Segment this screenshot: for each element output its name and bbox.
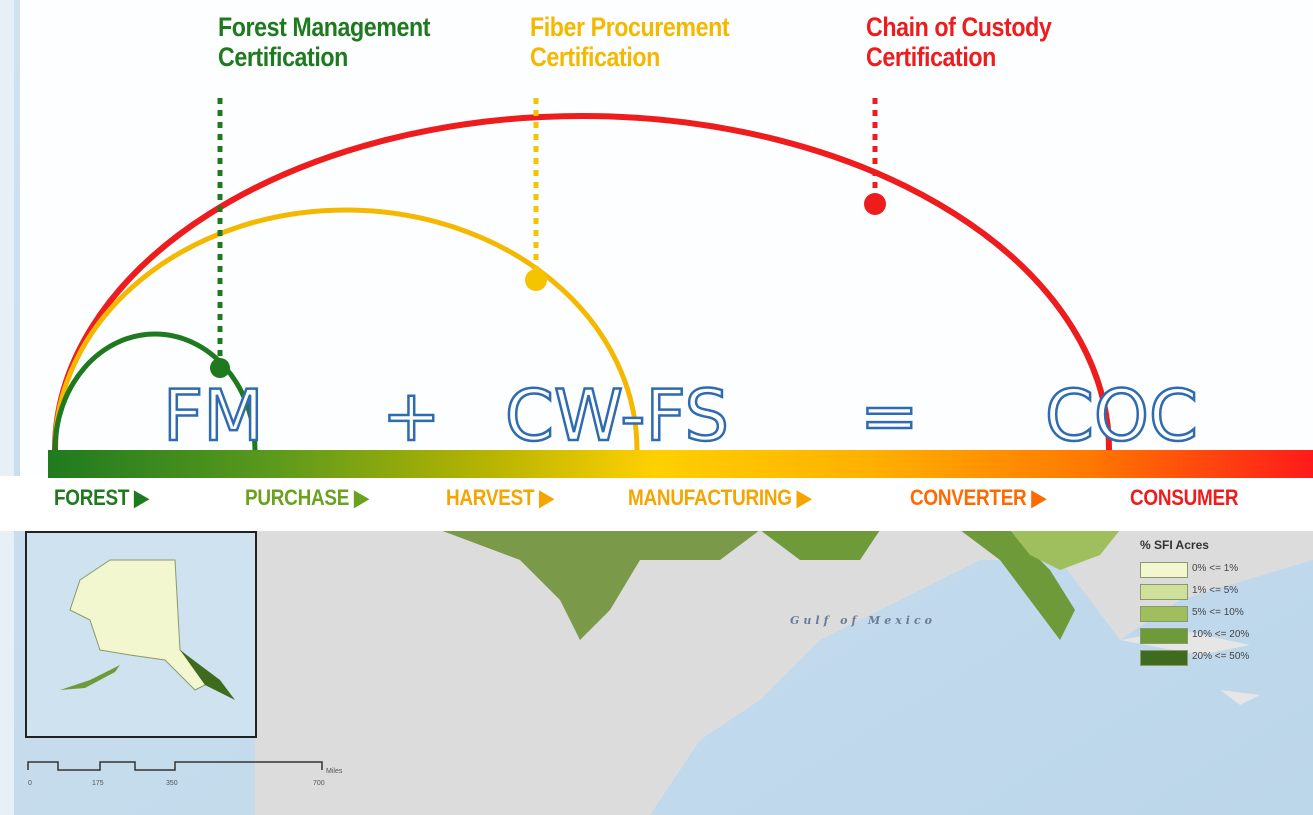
forest-management-arc	[52, 331, 258, 451]
forest-management-line1: Forest Management	[218, 12, 431, 42]
chain-of-custody-arc	[52, 113, 1112, 451]
georgia	[1010, 530, 1120, 570]
forest-management-dot	[210, 358, 230, 378]
legend-label: 10% <= 20%	[1192, 629, 1250, 640]
legend-label: 20% <= 50%	[1192, 651, 1250, 662]
legend-label: 0% <= 1%	[1192, 563, 1239, 574]
left-margin	[0, 0, 14, 815]
equation-plus: +	[382, 375, 441, 457]
legend-label: 5% <= 10%	[1192, 607, 1244, 618]
stage-forest: FOREST ▶	[54, 485, 149, 510]
legend-swatch	[1140, 628, 1188, 644]
scale-tick-700: 700	[313, 780, 325, 787]
stage-manufacturing: MANUFACTURING ▶	[628, 485, 812, 510]
equation: FM + CW-FS = COC	[162, 374, 1199, 459]
legend-swatch	[1140, 562, 1188, 578]
fiber-procurement-arc	[52, 207, 640, 451]
scale-tick-350: 350	[166, 780, 178, 787]
forest-management-title: Forest Management Certification	[218, 12, 430, 72]
gulf-of-mexico-label: Gulf of Mexico	[790, 614, 936, 627]
upper-land	[20, 0, 1313, 530]
legend-swatch	[1140, 606, 1188, 622]
alaska-panhandle	[180, 650, 235, 700]
scale-tick-0: 0	[28, 780, 32, 787]
equation-fm: FM	[163, 375, 264, 457]
scale-unit: Miles	[326, 768, 343, 775]
legend-swatch	[1140, 650, 1188, 666]
legend-swatch	[1140, 584, 1188, 600]
stage-consumer: CONSUMER	[1130, 485, 1239, 510]
texas-coast	[440, 530, 760, 640]
stage-converter: CONVERTER ▶	[910, 485, 1046, 510]
fiber-procurement-line1: Fiber Procurement	[530, 12, 730, 42]
scale-tick-175: 175	[92, 780, 104, 787]
stage-purchase: PURCHASE ▶	[245, 485, 369, 510]
mainland	[255, 530, 1313, 815]
forest-management-line2: Certification	[218, 42, 348, 72]
chain-of-custody-line1: Chain of Custody	[866, 12, 1052, 42]
legend-title: % SFI Acres	[1140, 538, 1209, 552]
scale-bar	[27, 761, 323, 771]
florida	[960, 530, 1075, 640]
alaska-shape	[69, 559, 216, 691]
equation-coc: COC	[1045, 375, 1198, 457]
legend-label: 1% <= 5%	[1192, 585, 1239, 596]
louisiana-coast	[760, 530, 880, 560]
chain-of-custody-dot	[864, 193, 886, 215]
chain-of-custody-title: Chain of Custody Certification	[866, 12, 1052, 72]
fiber-procurement-dot	[525, 269, 547, 291]
equation-equals: =	[860, 375, 919, 457]
fiber-procurement-line2: Certification	[530, 42, 660, 72]
stage-band	[0, 476, 1313, 531]
aleutian-islands	[60, 665, 120, 690]
equation-cwfs: CW-FS	[505, 375, 729, 457]
chain-of-custody-line2: Certification	[866, 42, 996, 72]
jamaica	[1220, 690, 1260, 705]
fiber-procurement-title: Fiber Procurement Certification	[530, 12, 730, 72]
supply-chain-bar	[48, 450, 1313, 478]
stage-harvest: HARVEST ▶	[446, 485, 554, 510]
